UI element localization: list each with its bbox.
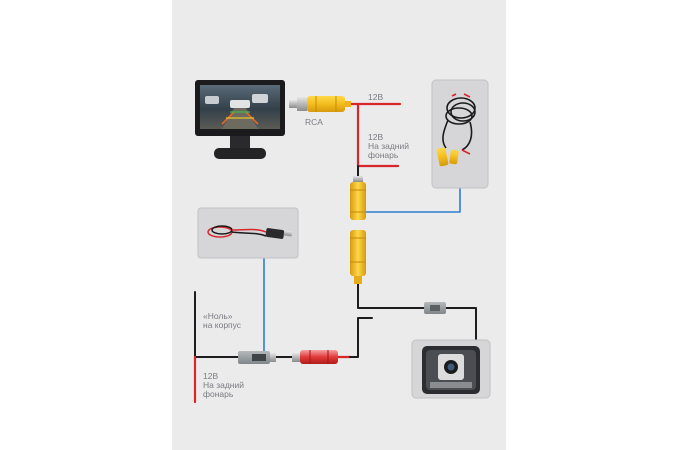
monitor-icon bbox=[195, 80, 285, 159]
black-wire-power-camera bbox=[349, 317, 373, 358]
rca-female-connector-bottom bbox=[350, 230, 366, 284]
rca-plug-icon bbox=[289, 96, 351, 112]
gray-power-plug-icon bbox=[238, 351, 276, 364]
ground-label-line1: «Ноль» bbox=[203, 311, 233, 321]
blue-wire-extension bbox=[363, 187, 461, 213]
rear-camera-icon bbox=[411, 339, 491, 399]
wires bbox=[193, 102, 477, 404]
rear-light-bottom-label-line2: фонарь bbox=[203, 389, 234, 399]
black-wire-to-camera bbox=[357, 283, 477, 341]
12v-mid-label: 12В bbox=[368, 132, 384, 142]
power-cable-icon bbox=[197, 207, 299, 259]
rca-female-connector-top bbox=[350, 176, 366, 220]
inline-connector-icon bbox=[424, 302, 446, 314]
rear-light-bottom-label-line1: На задний bbox=[203, 380, 245, 390]
12v-bottom-label: 12В bbox=[203, 371, 219, 381]
rear-light-mid-label-line2: фонарь bbox=[368, 150, 399, 160]
ground-label-line2: на корпус bbox=[203, 320, 242, 330]
rear-light-mid-label-line1: На задний bbox=[368, 141, 410, 151]
red-power-plug-icon bbox=[292, 350, 338, 364]
rca-label: RCA bbox=[305, 117, 323, 127]
12v-top-label: 12В bbox=[368, 92, 384, 102]
coiled-cable-icon bbox=[431, 79, 489, 189]
